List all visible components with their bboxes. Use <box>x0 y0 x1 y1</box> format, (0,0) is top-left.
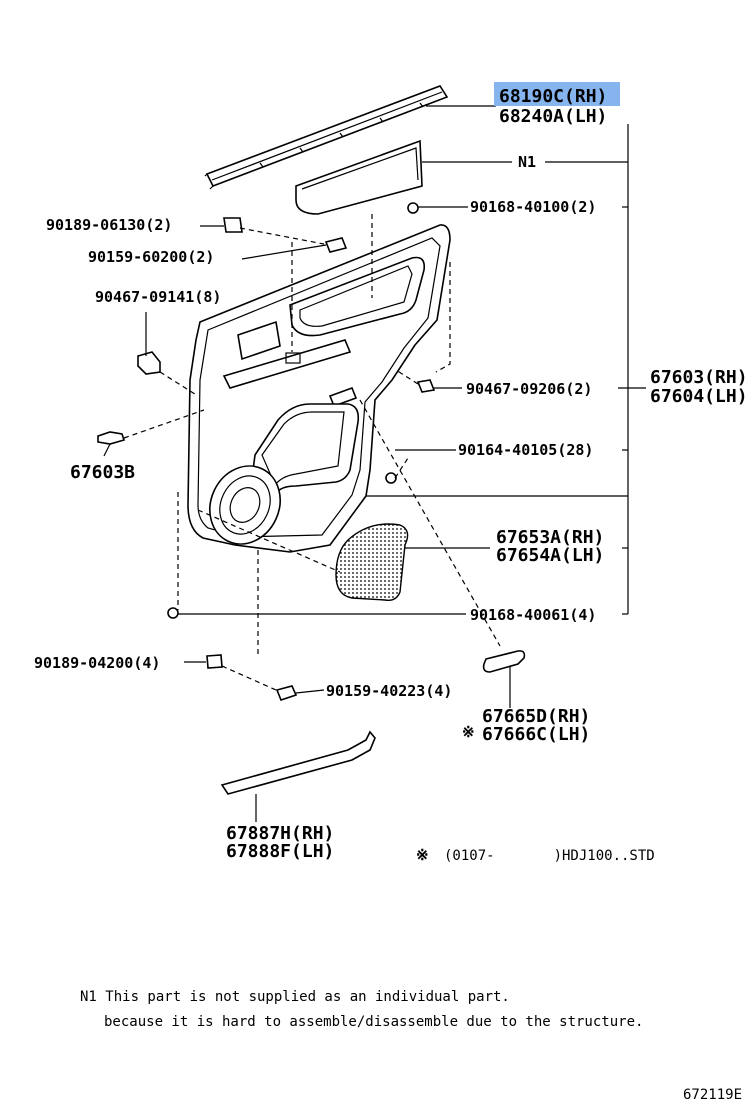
asterisk-marker: ※ <box>462 723 475 741</box>
callout-68190c-rh[interactable]: 68190C(RH) <box>499 86 607 107</box>
callout-67603-rh[interactable]: 67603(RH) <box>650 367 748 388</box>
callout-67604-lh[interactable]: 67604(LH) <box>650 386 748 407</box>
callout-90189-06130[interactable]: 90189-06130(2) <box>46 216 172 234</box>
callout-67666c-lh[interactable]: 67666C(LH) <box>482 724 590 745</box>
callout-67888f-lh[interactable]: 67888F(LH) <box>226 841 334 862</box>
door-handle-bezel-part[interactable] <box>482 650 526 673</box>
callout-90168-40061[interactable]: 90168-40061(4) <box>470 606 596 624</box>
drawing-number: 672119E <box>683 1087 742 1103</box>
speaker-grille-part[interactable] <box>335 523 409 602</box>
selected-part-highlight <box>494 82 620 106</box>
note-n1-line1: N1 This part is not supplied as an indiv… <box>80 989 510 1005</box>
screw-90159-60200 <box>324 237 348 253</box>
callout-90159-40223[interactable]: 90159-40223(4) <box>326 682 452 700</box>
callout-67603b[interactable]: 67603B <box>70 462 135 483</box>
clip-90467-09141 <box>137 351 161 375</box>
callout-67654a-lh[interactable]: 67654A(LH) <box>496 545 604 566</box>
callout-90189-04200[interactable]: 90189-04200(4) <box>34 654 160 672</box>
n1-trim-pad-part[interactable] <box>295 139 423 215</box>
footnote-marker: ※ <box>416 846 429 864</box>
callout-90168-40100[interactable]: 90168-40100(2) <box>470 198 596 216</box>
clip-90189-04200 <box>206 654 223 669</box>
clip-90168-40100 <box>407 202 419 214</box>
callout-68240a-lh[interactable]: 68240A(LH) <box>499 106 607 127</box>
callout-90159-60200[interactable]: 90159-60200(2) <box>88 248 214 266</box>
pin-67603b <box>97 431 126 445</box>
callout-90467-09141[interactable]: 90467-09141(8) <box>95 288 221 306</box>
leader-lines <box>103 105 646 822</box>
callout-90467-09206[interactable]: 90467-09206(2) <box>466 380 592 398</box>
callout-67887h-rh[interactable]: 67887H(RH) <box>226 823 334 844</box>
applicability-note: (0107- )HDJ100..STD <box>444 848 655 864</box>
clip-90189-06130 <box>223 217 243 233</box>
door-trim-board-part[interactable] <box>187 224 451 556</box>
screw-90164-40105 <box>385 472 397 484</box>
callout-67653a-rh[interactable]: 67653A(RH) <box>496 527 604 548</box>
lower-moulding-part[interactable] <box>220 730 376 795</box>
fastener-clips <box>97 202 436 701</box>
screw-90159-40223 <box>275 685 298 701</box>
belt-moulding-part[interactable] <box>204 85 449 190</box>
callout-90164-40105[interactable]: 90164-40105(28) <box>458 441 593 459</box>
callout-67665d-rh[interactable]: 67665D(RH) <box>482 706 590 727</box>
assembly-dashed-lines <box>123 214 501 691</box>
callout-n1[interactable]: N1 <box>518 153 536 171</box>
clip-90168-40061 <box>167 607 179 619</box>
note-n1-line2: because it is hard to assemble/disassemb… <box>104 1014 643 1030</box>
clip-90467-09206 <box>416 379 436 393</box>
